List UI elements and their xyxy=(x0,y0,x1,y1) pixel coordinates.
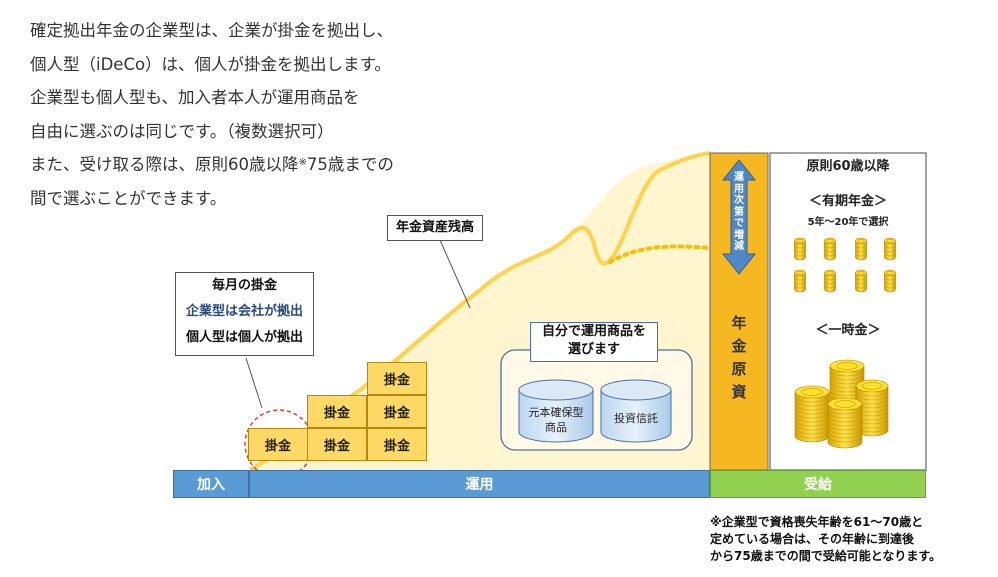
footnote-line-2: 定めている場合は、その年齢に到達後 xyxy=(710,532,915,546)
contribution-block: 掛金 xyxy=(248,428,308,461)
arrow-text: 運用次第で増減 xyxy=(734,172,744,252)
investment-trust-cylinder xyxy=(600,379,672,443)
intro-line-1: 確定拠出年金の企業型は、企業が掛金を拠出し、 xyxy=(30,21,393,40)
investment-trust-label: 投資信託 xyxy=(614,412,658,425)
asset-balance-dotted xyxy=(608,244,712,264)
monthly-pointer-line xyxy=(245,357,263,409)
monthly-individual: 個人型は個人が拠出 xyxy=(185,330,303,345)
coin-stack xyxy=(827,397,863,449)
coin-stack xyxy=(824,269,836,293)
intro-line-5: また、受け取る際は、原則60歳以降※75歳までの xyxy=(30,148,500,182)
coin-stack xyxy=(824,237,836,261)
product-title-line-1: 自分で運用商品を xyxy=(541,324,646,339)
contribution-block: 掛金 xyxy=(367,428,427,461)
coin-stack xyxy=(884,237,896,261)
footnote-line-1: ※企業型で資格喪失年齢を61～70歳と xyxy=(710,515,924,529)
monthly-title: 毎月の掛金 xyxy=(211,278,277,293)
product-title-line-2: 選びます xyxy=(567,342,620,357)
asset-balance-label: 年金資産残高 xyxy=(387,215,483,241)
contribution-block: 掛金 xyxy=(367,395,427,428)
phase-invest: 運用 xyxy=(249,470,710,498)
intro-text: 確定拠出年金の企業型は、企業が掛金を拠出し、 個人型（iDeCo）は、個人が掛金… xyxy=(30,14,500,215)
coin-stack xyxy=(884,269,896,293)
increase-decrease-arrow xyxy=(721,159,757,275)
annuity-title: ＜有期年金＞ xyxy=(808,194,887,209)
intro-line-2: 個人型（iDeCo）は、個人が掛金を拠出します。 xyxy=(30,54,391,74)
asset-balance-curve xyxy=(248,151,711,472)
coin-stack xyxy=(794,385,830,443)
contribution-block: 掛金 xyxy=(367,362,427,395)
lump-sum-title: ＜一時金＞ xyxy=(815,323,881,338)
footnote: ※企業型で資格喪失年齢を61～70歳と 定めている場合は、その年齢に到達後 から… xyxy=(710,514,995,565)
lump-sum-coins xyxy=(794,359,889,449)
intro-line-3: 企業型も個人型も、加入者本人が運用商品を xyxy=(30,88,360,107)
phase-join: 加入 xyxy=(173,470,249,498)
footnote-line-3: から75歳までの間で受給可能となります。 xyxy=(710,549,942,563)
coin-stack xyxy=(794,269,806,293)
product-selection-title: 自分で運用商品を 選びます xyxy=(530,322,658,362)
coin-stack xyxy=(855,237,867,261)
intro-line-5-pre: また、受け取る際は、原則60歳以降 xyxy=(30,155,299,174)
principal-guaranteed-cylinder xyxy=(518,379,594,443)
coin-stack xyxy=(855,269,867,293)
contribution-block: 掛金 xyxy=(307,428,367,461)
intro-line-5-post: 75歳までの xyxy=(306,155,394,174)
note-mark: ※ xyxy=(298,157,307,168)
intro-line-4: 自由に選ぶのは同じです。（複数選択可） xyxy=(30,121,334,141)
payout-title: 原則60歳以降 xyxy=(806,159,890,174)
contribution-block: 掛金 xyxy=(307,395,367,428)
annuity-coins xyxy=(794,237,896,293)
phase-receive: 受給 xyxy=(710,470,926,498)
monthly-contribution-box: 毎月の掛金 企業型は会社が拠出 個人型は個人が拠出 xyxy=(175,272,314,356)
monthly-corporate: 企業型は会社が拠出 xyxy=(185,304,303,319)
annuity-range: 5年～20年で選択 xyxy=(807,217,889,228)
balance-pointer-line xyxy=(439,239,471,309)
product-1-line-1: 元本確保型 xyxy=(528,406,584,419)
product-1-line-2: 商品 xyxy=(545,421,567,434)
intro-line-6: 間で選ぶことができます。 xyxy=(30,188,227,208)
principal-guaranteed-label: 元本確保型 商品 xyxy=(519,405,593,435)
coin-stack xyxy=(794,237,806,261)
pension-principal-label: 年金原資 xyxy=(731,314,747,401)
